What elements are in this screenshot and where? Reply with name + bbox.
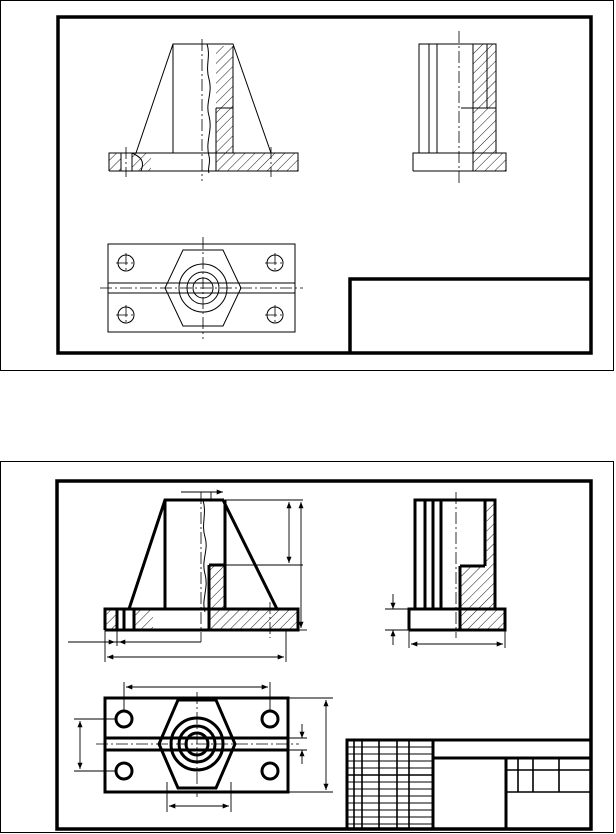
answer-drawing-sheet <box>0 461 614 833</box>
side-view <box>412 31 507 183</box>
front-view <box>108 39 299 181</box>
side-view-answer <box>385 492 507 648</box>
title-block-table <box>345 738 593 831</box>
task-drawing-sheet <box>0 0 614 371</box>
answer-drawing <box>55 479 593 831</box>
top-view-answer <box>74 682 333 812</box>
front-view-answer <box>68 489 307 662</box>
task-drawing <box>56 15 593 355</box>
title-block <box>348 277 591 353</box>
drawing-frame-2 <box>55 479 593 831</box>
top-view <box>100 237 303 339</box>
drawing-frame <box>56 15 593 355</box>
